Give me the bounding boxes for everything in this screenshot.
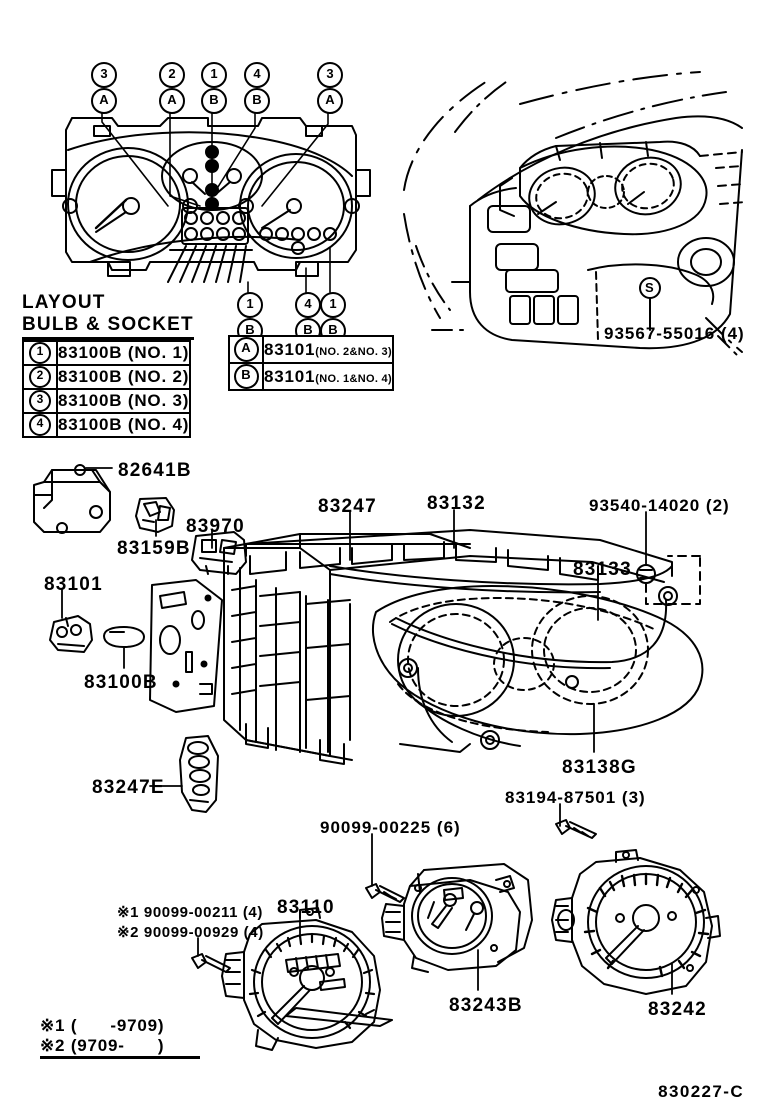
part-label-83132: 83132 bbox=[427, 493, 486, 514]
callout-top-4-letter: B bbox=[244, 88, 270, 114]
footnote-line-1: ※1 ( -9709) bbox=[40, 1016, 165, 1035]
callout-leaders-top bbox=[101, 109, 329, 207]
bulb-part-4: 83100B (NO. 4) bbox=[55, 412, 192, 438]
bulb-mark-2: 2 bbox=[22, 364, 58, 390]
cluster-housing-assembly-drawing bbox=[149, 529, 704, 765]
callout-top-2-letter: A bbox=[159, 88, 185, 114]
part-83110-drawing bbox=[221, 907, 393, 1051]
screw-83194-87501-drawing bbox=[555, 819, 597, 839]
callout-bottom-2-number: 4 bbox=[295, 292, 321, 318]
part-label-83247: 83247 bbox=[318, 496, 377, 517]
conn-part-b: 83101(NO. 1&NO. 4) bbox=[262, 362, 394, 391]
callout-leaders-bottom bbox=[247, 247, 331, 293]
bulb-mark-1: 1 bbox=[22, 340, 58, 366]
part-label-93540-14020: 93540-14020 (2) bbox=[589, 496, 730, 515]
label-leader-lines bbox=[61, 467, 673, 995]
circled-letter: A bbox=[233, 337, 259, 362]
sheet-id: 830227-C bbox=[658, 1082, 744, 1101]
layout-subtitle: BULB & SOCKET bbox=[22, 314, 194, 340]
part-label-83110: 83110 bbox=[277, 897, 335, 918]
screw-90099-00225-drawing bbox=[365, 883, 405, 903]
callout-top-2-number: 2 bbox=[159, 62, 185, 88]
callout-top-3-letter: B bbox=[201, 88, 227, 114]
connector-legend-table: A 83101(NO. 2&NO. 3) B 83101(NO. 1&NO. 4… bbox=[228, 335, 394, 391]
circled-number: 1 bbox=[29, 342, 51, 364]
conn-part-a: 83101(NO. 2&NO. 3) bbox=[262, 335, 394, 364]
layout-title: LAYOUT bbox=[22, 292, 106, 313]
part-83101-drawing bbox=[49, 615, 93, 653]
part-label-83194-87501: 83194-87501 (3) bbox=[505, 788, 646, 807]
callout-top-1-number: 3 bbox=[91, 62, 117, 88]
part-label-83138G: 83138G bbox=[562, 757, 637, 778]
table-row: 2 83100B (NO. 2) bbox=[22, 364, 192, 390]
bulb-part-1: 83100B (NO. 1) bbox=[55, 340, 192, 366]
dashboard-view-drawing bbox=[403, 71, 747, 359]
part-label-83247E: 83247E bbox=[92, 777, 165, 798]
screw-mark-s-label: S bbox=[645, 280, 654, 295]
label-93567-55016: 93567-55016 (4) bbox=[604, 324, 745, 343]
table-row: B 83101(NO. 1&NO. 4) bbox=[228, 362, 394, 391]
callout-top-4-number: 4 bbox=[244, 62, 270, 88]
part-label-note1-90099-00211: ※1 90099-00211 (4) bbox=[117, 904, 263, 921]
callout-top-1-letter: A bbox=[91, 88, 117, 114]
bulb-part-3: 83100B (NO. 3) bbox=[55, 388, 192, 414]
part-83970-drawing bbox=[191, 531, 247, 575]
part-label-83101: 83101 bbox=[44, 574, 103, 595]
part-label-83243B: 83243B bbox=[449, 995, 523, 1016]
footnote-line-2: ※2 (9709- ) bbox=[40, 1036, 165, 1055]
part-label-82641B: 82641B bbox=[118, 460, 192, 481]
circled-number: 2 bbox=[29, 366, 51, 388]
part-label-83242: 83242 bbox=[648, 999, 707, 1020]
conn-mark-a: A bbox=[228, 335, 264, 364]
part-83159B-drawing bbox=[135, 497, 175, 533]
footnote-underline bbox=[40, 1056, 200, 1059]
callout-bottom-3-number: 1 bbox=[320, 292, 346, 318]
part-label-note2-90099-00929: ※2 90099-00929 (4) bbox=[117, 924, 264, 941]
bulb-part-2: 83100B (NO. 2) bbox=[55, 364, 192, 390]
table-row: A 83101(NO. 2&NO. 3) bbox=[228, 335, 394, 364]
conn-mark-b: B bbox=[228, 362, 264, 391]
part-83247E-drawing bbox=[179, 735, 219, 813]
part-label-83100B: 83100B bbox=[84, 672, 158, 693]
part-83242-drawing bbox=[551, 849, 721, 995]
bulb-mark-3: 3 bbox=[22, 388, 58, 414]
circled-number: 4 bbox=[29, 414, 51, 436]
part-label-83970: 83970 bbox=[186, 516, 245, 537]
circled-number: 3 bbox=[29, 390, 51, 412]
callout-top-5-letter: A bbox=[317, 88, 343, 114]
callout-bottom-1-number: 1 bbox=[237, 292, 263, 318]
bulb-socket-table: 1 83100B (NO. 1) 2 83100B (NO. 2) 3 bbox=[22, 340, 192, 438]
table-row: 4 83100B (NO. 4) bbox=[22, 412, 192, 438]
part-82641B-drawing bbox=[33, 464, 111, 534]
table-row: 3 83100B (NO. 3) bbox=[22, 388, 192, 414]
bulb-mark-4: 4 bbox=[22, 412, 58, 438]
part-83243B-drawing bbox=[381, 863, 533, 973]
part-label-83133: 83133 bbox=[573, 559, 632, 580]
footnote-box: ※1 ( -9709) ※2 (9709- ) bbox=[40, 1016, 164, 1056]
part-83100B-drawing bbox=[103, 626, 145, 648]
part-label-83159B: 83159B bbox=[117, 538, 191, 559]
callout-top-5-number: 3 bbox=[317, 62, 343, 88]
table-row: 1 83100B (NO. 1) bbox=[22, 340, 192, 366]
cluster-face-drawing bbox=[51, 117, 371, 283]
part-label-90099-00225: 90099-00225 (6) bbox=[320, 818, 461, 837]
callout-top-3-number: 1 bbox=[201, 62, 227, 88]
circled-letter: B bbox=[233, 364, 259, 389]
